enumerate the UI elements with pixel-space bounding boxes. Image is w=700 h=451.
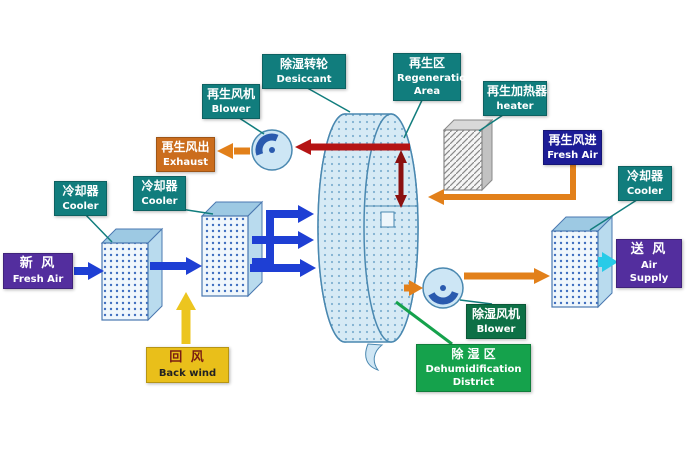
back-wind-label: 回 风 Back wind [146, 347, 229, 383]
desiccant-wheel-label-zh: 除湿转轮 [279, 57, 328, 71]
cooler-right-label-zh: 冷却器 [626, 169, 663, 183]
desiccant-wheel-label: 除湿转轮 Desiccant [262, 54, 346, 89]
cooler-left-2-label: 冷却器 Cooler [133, 176, 186, 211]
desiccant-wheel-icon [317, 113, 419, 371]
dehum-blower-label-en: Blower [476, 323, 516, 335]
exhaust-label: 再生风出 Exhaust [156, 137, 215, 172]
cooler-left-1-label-zh: 冷却器 [62, 184, 99, 198]
air-supply-arrow [598, 252, 618, 272]
air-supply-label-en: Air Supply [629, 259, 669, 284]
cooler-left-2-label-zh: 冷却器 [141, 179, 178, 193]
wheel-regen-zone-arrow [395, 150, 407, 208]
regen-blower-label-en: Blower [211, 103, 251, 115]
heater-icon [442, 118, 494, 192]
regen-fresh-air-label-en: Fresh Air [547, 149, 598, 161]
back-wind-label-zh: 回 风 [169, 350, 206, 365]
regeneration-area-label: 再生区 Regeneration Area [393, 53, 474, 101]
regen-exhaust-arrow [295, 139, 410, 155]
exhaust-label-zh: 再生风出 [161, 140, 210, 154]
air-supply-label: 送 风 Air Supply [616, 239, 682, 288]
regen-blower-label: 再生风机 Blower [202, 84, 260, 119]
fresh-air-label-zh: 新 风 [19, 256, 57, 271]
cooler-unit-2-icon [200, 200, 264, 298]
fresh-air-label-en: Fresh Air [12, 273, 64, 285]
regen-fresh-air-label: 再生风进 Fresh Air [543, 130, 602, 165]
regeneration-air-arrows [217, 143, 576, 296]
cooler-left-1-label: 冷却器 Cooler [54, 181, 107, 216]
regeneration-area-label-en: Regeneration Area [397, 72, 474, 97]
fresh-air-label: 新 风 Fresh Air [3, 253, 73, 289]
air-supply-label-zh: 送 风 [630, 242, 668, 257]
wheel-ribbon-icon [365, 343, 384, 371]
dehum-district-label-zh: 除 湿 区 [451, 347, 496, 361]
regen-heater-label-en: heater [496, 100, 534, 112]
back-wind-arrow [176, 292, 196, 344]
regen-blower-label-zh: 再生风机 [206, 87, 255, 101]
dehum-district-connector-line [395, 300, 453, 346]
dehum-blower-label-zh: 除湿风机 [471, 307, 520, 321]
regen-blower-icon [251, 129, 293, 171]
dehum-blower-icon [422, 267, 464, 309]
regeneration-area-label-zh: 再生区 [408, 56, 445, 70]
regen-fresh-air-label-zh: 再生风进 [548, 133, 597, 147]
dehum-district-label: 除 湿 区 Dehumidification District [416, 344, 531, 392]
cooler-left-1-label-en: Cooler [62, 200, 99, 212]
cooler-right-label-en: Cooler [626, 185, 664, 197]
regen-heater-label: 再生加热器 heater [483, 81, 547, 116]
cooler-unit-1-icon [100, 227, 164, 322]
back-wind-label-en: Back wind [158, 367, 217, 379]
regen-heater-label-zh: 再生加热器 [487, 84, 548, 98]
cooler-unit-3-icon [550, 215, 614, 309]
dehum-district-label-en: Dehumidification District [425, 363, 522, 388]
exhaust-label-en: Exhaust [163, 156, 208, 168]
desiccant-wheel-label-en: Desiccant [276, 73, 332, 85]
cooler-right-label: 冷却器 Cooler [618, 166, 672, 201]
process-air-arrows [74, 205, 316, 280]
cooler-left-2-label-en: Cooler [141, 195, 178, 207]
dehum-blower-label: 除湿风机 Blower [466, 304, 526, 339]
